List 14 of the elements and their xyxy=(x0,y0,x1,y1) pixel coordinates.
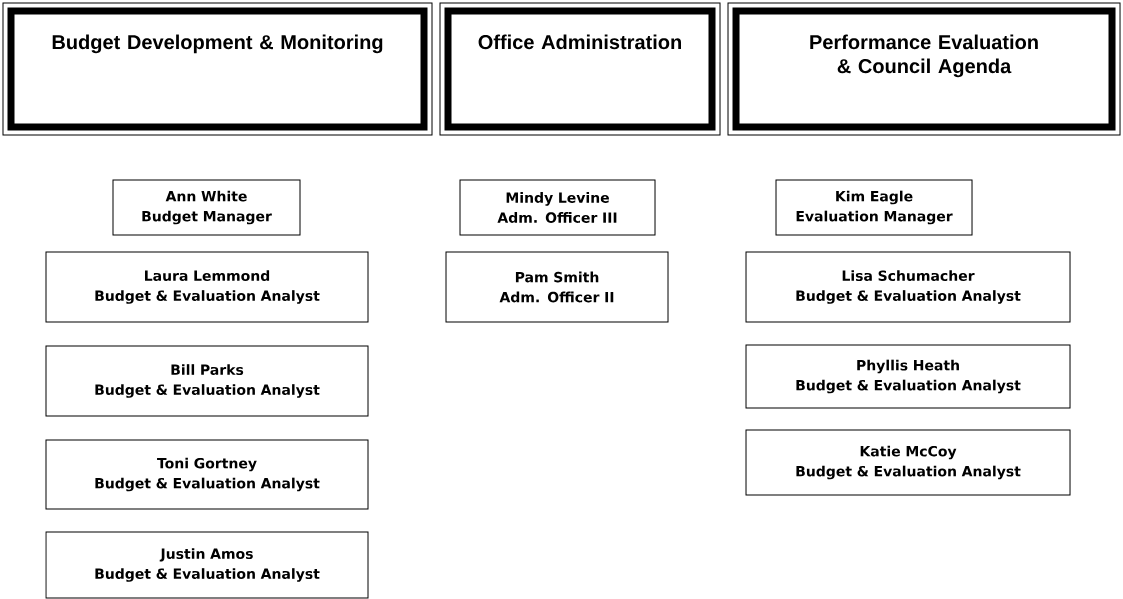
person-box: Kim Eagle Evaluation Manager xyxy=(775,179,973,236)
header-box: Performance Evaluation & Council Agenda xyxy=(727,2,1121,136)
person-box: Justin Amos Budget & Evaluation Analyst xyxy=(45,531,369,599)
header-box: Budget Development & Monitoring xyxy=(2,2,433,136)
person-box: Ann White Budget Manager xyxy=(112,179,301,236)
person-box: Katie McCoy Budget & Evaluation Analyst xyxy=(745,429,1071,496)
person-box: Mindy Levine Adm. Officer III xyxy=(459,179,656,236)
person-box: Pam Smith Adm. Officer II xyxy=(445,251,669,323)
person-box: Bill Parks Budget & Evaluation Analyst xyxy=(45,345,369,417)
person-box: Phyllis Heath Budget & Evaluation Analyst xyxy=(745,344,1071,409)
person-box: Laura Lemmond Budget & Evaluation Analyst xyxy=(45,251,369,323)
header-box: Office Administration xyxy=(439,2,721,136)
person-box: Lisa Schumacher Budget & Evaluation Analyst xyxy=(745,251,1071,323)
person-box: Toni Gortney Budget & Evaluation Analyst xyxy=(45,439,369,510)
